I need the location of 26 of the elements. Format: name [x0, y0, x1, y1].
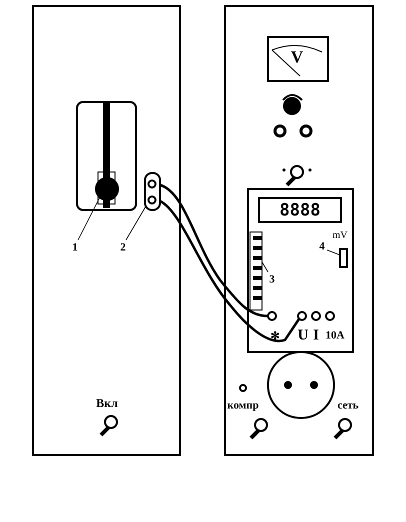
terminal-socket: [267, 311, 277, 321]
terminal-label: ✻: [270, 332, 280, 342]
leader-line: [126, 206, 146, 240]
switch-label: Вкл: [96, 397, 118, 409]
cable: [159, 200, 300, 342]
callout-number: 2: [120, 242, 126, 254]
range-switch: [250, 232, 262, 310]
callout-number: 1: [72, 242, 78, 254]
terminal-label: I: [313, 328, 319, 344]
sensor-ball: [95, 177, 119, 201]
leader-line: [326, 250, 340, 256]
callout-number: 4: [319, 242, 325, 252]
cable: [159, 184, 268, 318]
terminal-socket: [297, 311, 307, 321]
dial-symbol: V: [290, 48, 304, 66]
leader-line: [78, 196, 100, 240]
leader-line: [262, 262, 268, 272]
terminal-label: 10A: [326, 330, 344, 342]
display-digits: 8888: [280, 202, 320, 220]
unit-label: mV: [332, 231, 348, 241]
terminal-label: U: [298, 328, 308, 344]
callout-number: 3: [269, 274, 275, 286]
connector-socket: [144, 172, 161, 211]
mv-switch: [339, 248, 348, 268]
switch-label: сеть: [337, 400, 359, 412]
switch-label: компр: [227, 400, 259, 412]
